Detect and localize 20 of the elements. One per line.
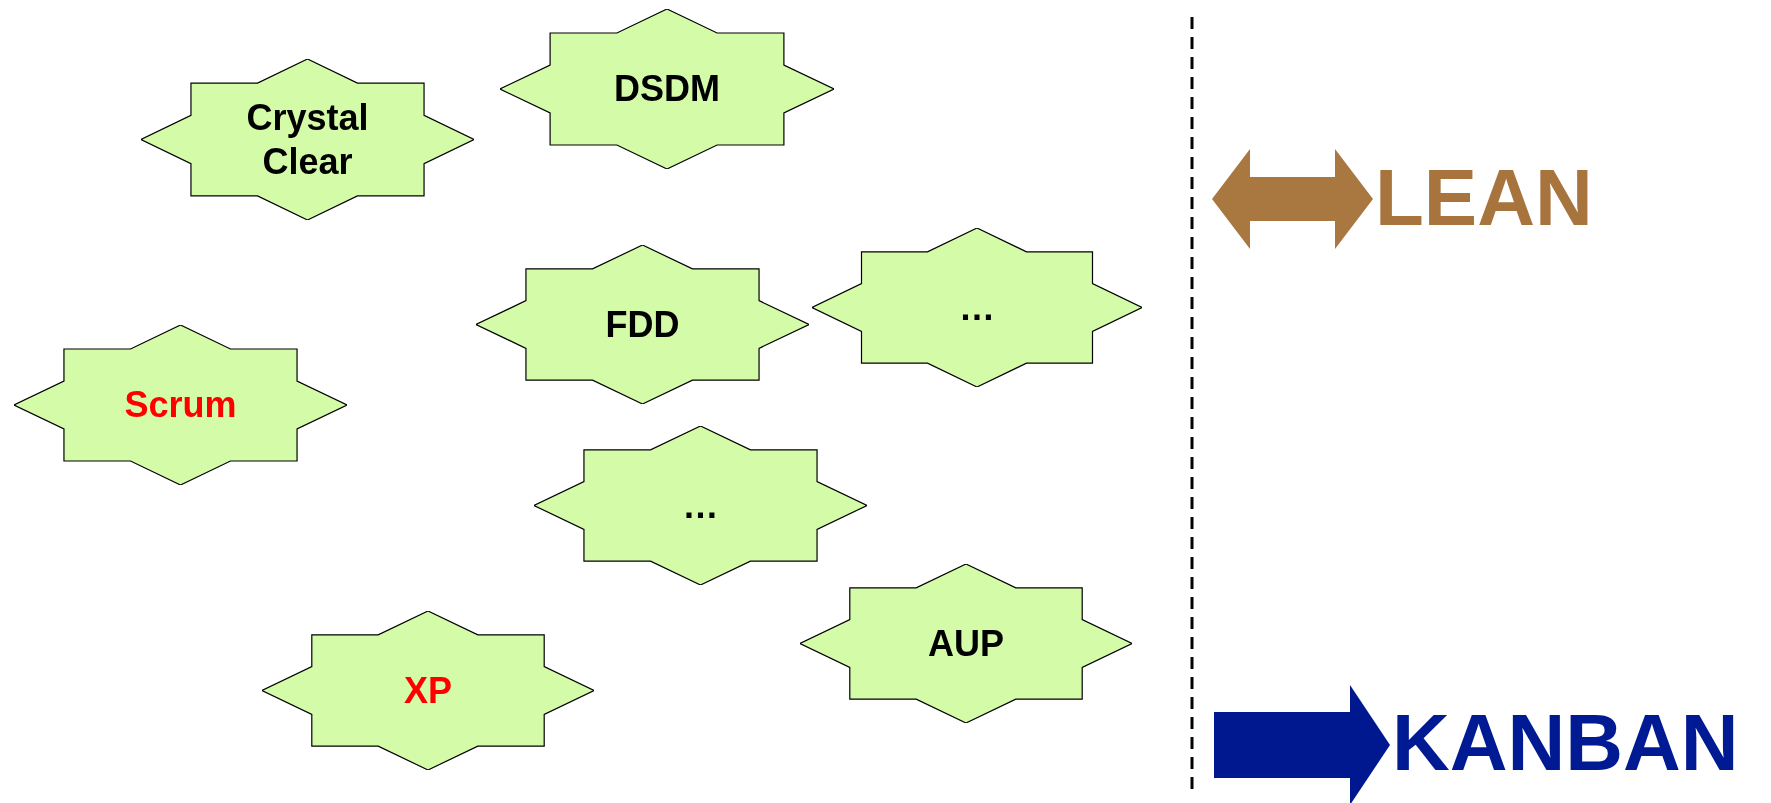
method-label: Scrum [124,383,237,427]
method-label: Crystal Clear [245,96,370,183]
star-shape [800,564,1132,723]
method-label: … [959,285,995,330]
method-label: XP [404,668,452,713]
method-label: DSDM [614,67,720,111]
method-label: AUP [928,621,1004,666]
heading-label: LEAN [1375,158,1593,238]
star-shape [14,325,347,485]
star-shape [262,611,594,770]
star-shape [534,426,867,585]
star-shape [500,9,834,169]
star-shape [141,59,474,220]
star-shape [476,245,809,404]
star-shape [812,228,1142,387]
double-arrow [1212,149,1373,249]
method-label: FDD [605,302,680,347]
method-label: … [682,483,719,528]
arrow [1214,685,1390,803]
heading-label: KANBAN [1392,703,1739,783]
